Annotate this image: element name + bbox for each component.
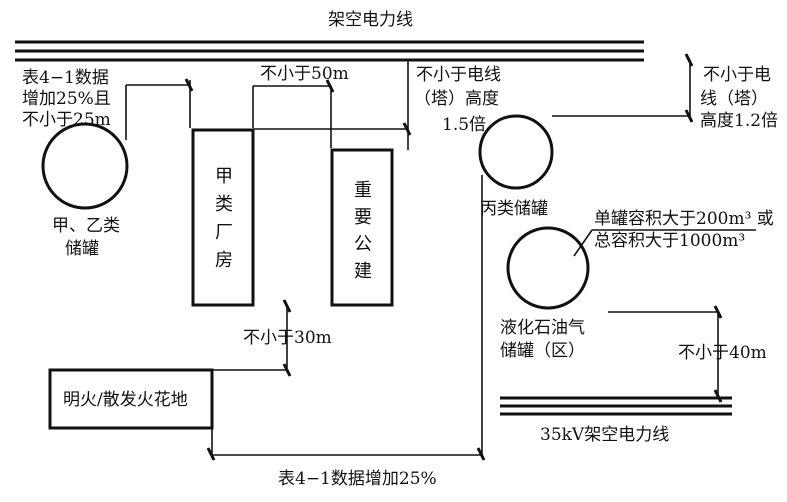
dim-tank-ab-factory [125,78,194,140]
dim-min40 [608,305,723,403]
dim-min30-label: 不小于30m [243,328,332,348]
dim-table41-top-1: 表4−1数据 [22,68,109,88]
overhead-line-label: 架空电力线 [328,10,413,30]
dim-height12-2: 线（塔） [700,89,768,109]
factory-a-char-1: 甲 [215,166,233,187]
lpg-condition-leader [573,229,756,257]
dim-min40-label: 不小于40m [678,343,767,363]
lpg-label-2: 储罐（区） [500,341,585,361]
dim-min50-label: 不小于50m [260,64,349,84]
dim-table41-top-2: 增加25%且 [22,89,111,109]
dim-height15-2: （塔）高度 [414,89,499,109]
tank-ab-label-1: 甲、乙类 [52,216,120,236]
dim-height15-1: 不小于电线 [416,65,501,85]
dim-height-12 [552,53,694,123]
tank-c-label: 丙类储罐 [480,199,548,219]
public-bldg-char-1: 重 [354,180,372,201]
lpg-tank-circle [506,226,590,310]
dim-height-15 [253,60,412,150]
tank-ab-circle [41,122,129,210]
lpg-label-1: 液化石油气 [500,318,585,338]
dim-table41-bottom-label: 表4−1数据增加25% [278,469,437,489]
dim-table41-bottom [206,175,486,461]
lpg-condition-1: 单罐容积大于200m³ 或 [594,209,774,229]
dim-height15-3: 1.5倍 [442,115,486,135]
power-line-35kv [500,396,732,416]
overhead-power-line [15,40,644,62]
dim-min30 [212,299,292,377]
public-bldg-char-3: 公 [354,234,372,255]
factory-a-box [191,128,255,307]
open-fire-box [48,368,214,430]
public-bldg-char-2: 要 [354,207,372,228]
factory-a-char-4: 房 [215,250,233,271]
tank-c-circle [478,114,554,190]
dim-table41-top-3: 不小于25m [22,110,111,130]
tank-ab-label-2: 储罐 [65,239,99,259]
factory-a-char-2: 类 [215,194,233,215]
dim-height12-1: 不小于电 [703,65,771,85]
dim-height12-3: 高度1.2倍 [700,111,778,131]
factory-a-char-3: 厂 [215,222,233,243]
open-fire-label: 明火/散发火花地 [63,390,188,410]
lpg-condition-2: 总容积大于1000m³ [594,231,745,251]
public-building-box [330,148,394,307]
public-bldg-char-4: 建 [354,261,372,282]
line-35kv-label: 35kV架空电力线 [540,425,669,445]
dim-min50 [252,79,335,148]
